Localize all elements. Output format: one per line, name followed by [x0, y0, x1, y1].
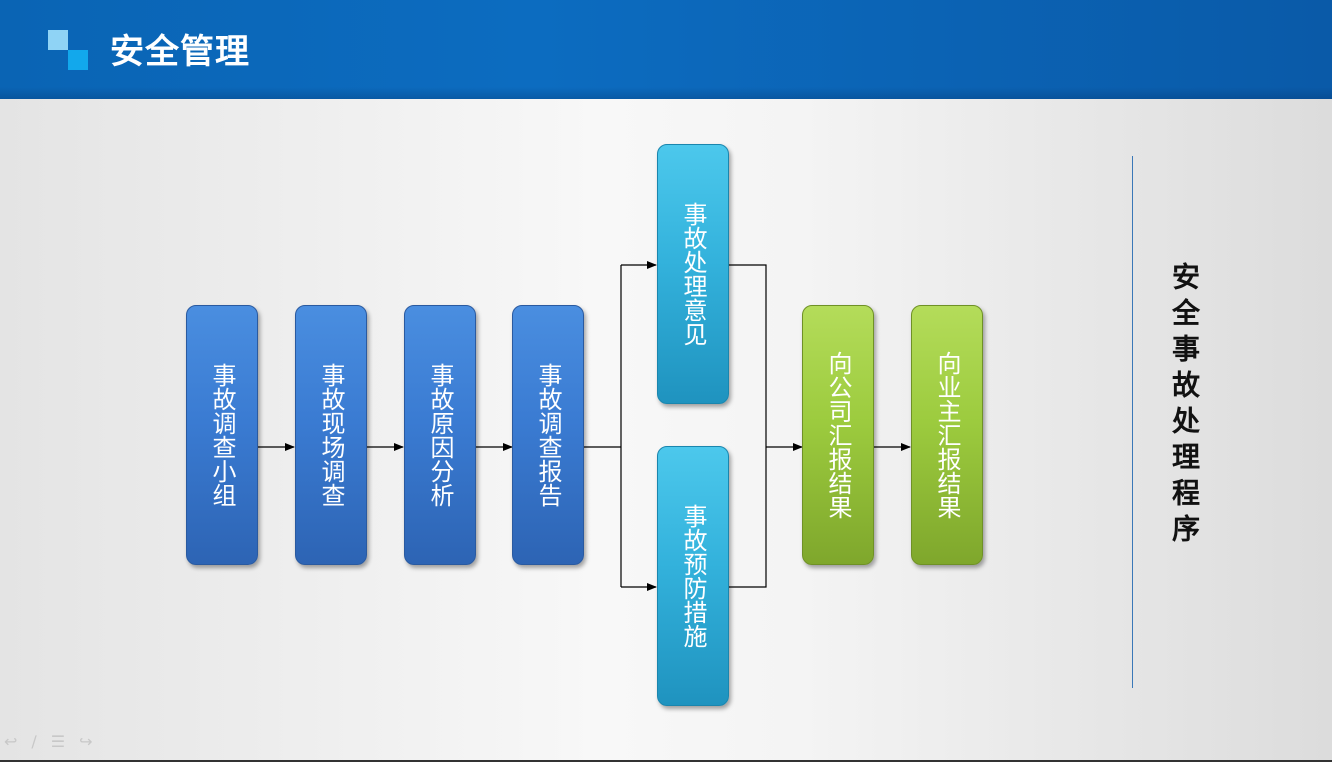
- header-bar: 安全管理: [0, 0, 1332, 99]
- result-box-company: 向公司汇报结果: [802, 305, 874, 565]
- result-label: 向业主汇报结果: [933, 351, 961, 519]
- result-box-owner: 向业主汇报结果: [911, 305, 983, 565]
- page-title: 安全管理: [110, 32, 250, 72]
- pen-icon[interactable]: ∕: [31, 732, 37, 751]
- step-label: 事故原因分析: [426, 363, 454, 507]
- step-label: 事故现场调查: [317, 363, 345, 507]
- side-title: 安全事故处理程序: [1168, 262, 1201, 550]
- back-arrow-icon[interactable]: ↩: [4, 732, 18, 751]
- slide-nav: ↩ ∕ ☰ ↪: [4, 732, 93, 751]
- step-box-4: 事故调查报告: [512, 305, 584, 565]
- result-label: 向公司汇报结果: [824, 351, 852, 519]
- step-label: 事故调查报告: [534, 363, 562, 507]
- step-box-2: 事故现场调查: [295, 305, 367, 565]
- step-label: 事故调查小组: [208, 363, 236, 507]
- branch-label: 事故处理意见: [679, 202, 707, 346]
- side-divider: [1132, 156, 1133, 688]
- branch-box-prevention: 事故预防措施: [657, 446, 729, 706]
- menu-icon[interactable]: ☰: [50, 732, 66, 751]
- branch-box-handling: 事故处理意见: [657, 144, 729, 404]
- step-box-1: 事故调查小组: [186, 305, 258, 565]
- logo-squares-icon: [48, 30, 88, 70]
- merge-bracket: [729, 264, 767, 588]
- branch-label: 事故预防措施: [679, 504, 707, 648]
- forward-arrow-icon[interactable]: ↪: [79, 732, 93, 751]
- step-box-3: 事故原因分析: [404, 305, 476, 565]
- bottom-border: [0, 760, 1332, 762]
